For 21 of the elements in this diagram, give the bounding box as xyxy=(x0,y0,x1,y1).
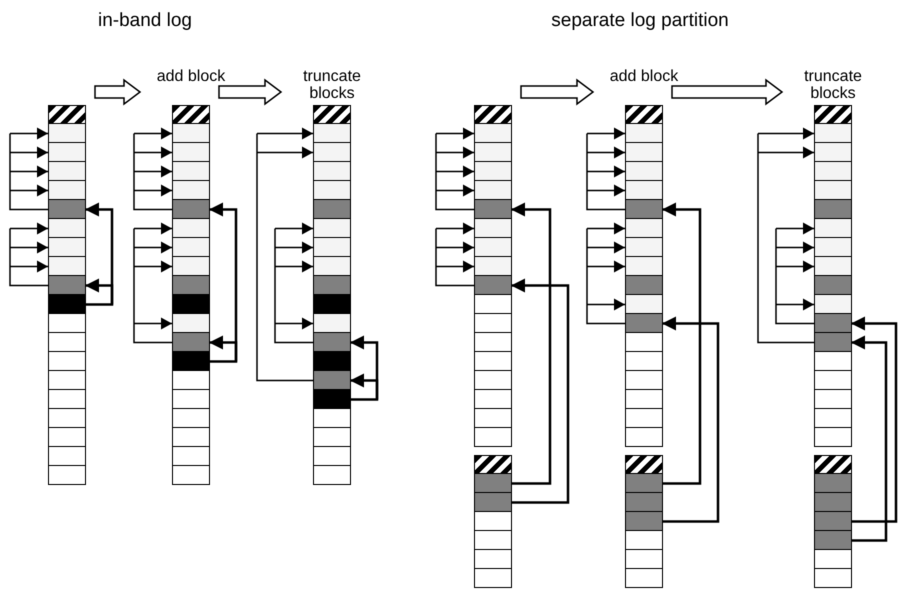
step-arrow xyxy=(94,78,142,106)
block-column xyxy=(48,105,86,485)
pointer-arrow xyxy=(851,316,898,523)
block-column xyxy=(313,105,351,485)
pointer-arrow xyxy=(662,316,720,523)
step-arrow xyxy=(671,78,784,106)
block-column xyxy=(814,455,852,588)
block-column xyxy=(625,105,663,447)
step-arrow xyxy=(520,78,594,106)
pointer-arrow xyxy=(511,202,552,485)
section-title: in-band log xyxy=(98,10,192,32)
section-title: separate log partition xyxy=(551,10,729,32)
pointer-arrow xyxy=(662,202,702,485)
step-arrow xyxy=(218,78,282,106)
block-column xyxy=(625,455,663,588)
pointer-arrow xyxy=(511,278,570,504)
pointer-arrow xyxy=(851,336,888,542)
block-column xyxy=(814,105,852,447)
block-column xyxy=(474,105,512,447)
block-column xyxy=(474,455,512,588)
block-column xyxy=(172,105,210,485)
